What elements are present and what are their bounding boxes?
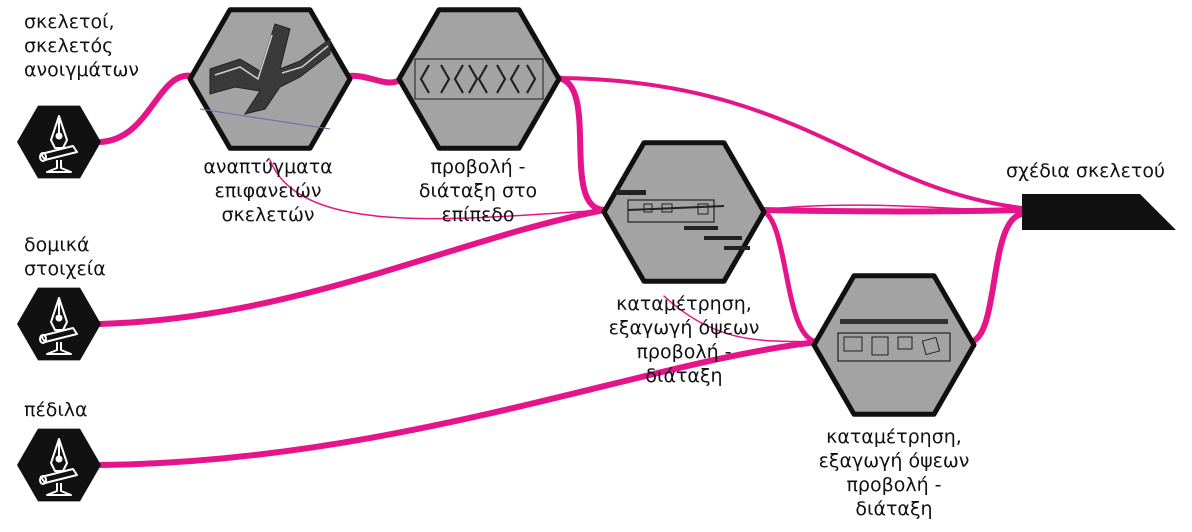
input-node bbox=[17, 287, 101, 361]
wire-node1-to-node2 bbox=[345, 72, 403, 86]
wire-node3-to-node4 bbox=[757, 207, 821, 345]
input-node bbox=[17, 428, 101, 502]
wire-input3-to-node4 bbox=[97, 339, 821, 468]
wire-node3-to-node4-thin bbox=[663, 295, 819, 343]
input-hexagon bbox=[17, 287, 101, 361]
wire-node2-to-output-top bbox=[556, 76, 1024, 210]
input-label-skeletons: σκελετοί, σκελετός ανοιγμάτων bbox=[24, 10, 139, 82]
wire-node2-to-node3 bbox=[555, 75, 607, 213]
node-thumbnail-icon bbox=[199, 23, 331, 130]
node-thumbnail-icon bbox=[616, 190, 750, 250]
input-label-line: πέδιλα bbox=[24, 399, 88, 421]
fountain-pen-nib-icon bbox=[39, 438, 78, 496]
input-label-line: δομικά bbox=[24, 234, 90, 256]
node-label-line: καταμέτρηση, bbox=[616, 293, 752, 315]
wire-node1-to-node3 bbox=[269, 159, 605, 220]
input-node bbox=[17, 105, 101, 179]
wire-node4-to-output bbox=[967, 211, 1025, 345]
fountain-pen-nib-icon bbox=[39, 115, 78, 173]
wire-input2-to-node3 bbox=[97, 207, 607, 327]
process-node bbox=[396, 7, 562, 151]
input-hexagon bbox=[17, 105, 101, 179]
output-label: σχέδια σκελετού bbox=[1006, 160, 1165, 182]
input-label-line: σκελετός bbox=[24, 35, 114, 57]
input-label-footings: πέδιλα bbox=[24, 398, 88, 422]
node-label-line: διάταξη στο bbox=[418, 180, 538, 202]
node-label-line: εξαγωγή όψεων bbox=[818, 450, 970, 472]
process-node bbox=[601, 140, 767, 284]
process-hexagon bbox=[811, 273, 977, 417]
node-label-line: επίπεδο bbox=[441, 204, 515, 226]
node-label-line: προβολή - bbox=[430, 156, 526, 178]
process-node bbox=[187, 7, 353, 151]
fountain-pen-nib-icon bbox=[39, 297, 78, 355]
input-label-line: ανοιγμάτων bbox=[24, 59, 140, 81]
node-label-line: διάταξη bbox=[855, 498, 933, 520]
node-label-plane-projection: προβολή - διάταξη στο επίπεδο bbox=[419, 155, 537, 227]
node-label-line: εξαγωγή όψεων bbox=[608, 317, 760, 339]
wire-node3-to-output-thin bbox=[759, 204, 1023, 213]
node-label-line: αναπτύγματα bbox=[203, 156, 333, 178]
node-label-surface-developments: αναπτύγματα επιφανειών σκελετών bbox=[203, 155, 332, 227]
node-label-line: προβολή - bbox=[846, 474, 942, 496]
node-label-line: επιφανειών bbox=[214, 180, 322, 202]
node-label-line: σκελετών bbox=[221, 204, 315, 226]
node-label-measurement-1: καταμέτρηση, εξαγωγή όψεων προβολή - διά… bbox=[609, 292, 760, 388]
node-label-line: προβολή - bbox=[636, 341, 732, 363]
node-label-measurement-2: καταμέτρηση, εξαγωγή όψεων προβολή - διά… bbox=[819, 425, 970, 521]
wire-input1-to-node1 bbox=[97, 72, 195, 145]
output-node-shape bbox=[1022, 194, 1176, 230]
node-thumbnail-icon bbox=[414, 58, 544, 100]
input-label-line: στοιχεία bbox=[24, 258, 106, 280]
input-label-line: σκελετοί, bbox=[24, 11, 115, 33]
input-hexagon bbox=[17, 428, 101, 502]
node-label-line: καταμέτρηση, bbox=[826, 426, 962, 448]
input-label-structural-elements: δομικά στοιχεία bbox=[24, 233, 106, 281]
node-thumbnail-icon bbox=[837, 319, 951, 362]
node-label-line: διάταξη bbox=[645, 365, 723, 387]
process-node bbox=[811, 273, 977, 417]
